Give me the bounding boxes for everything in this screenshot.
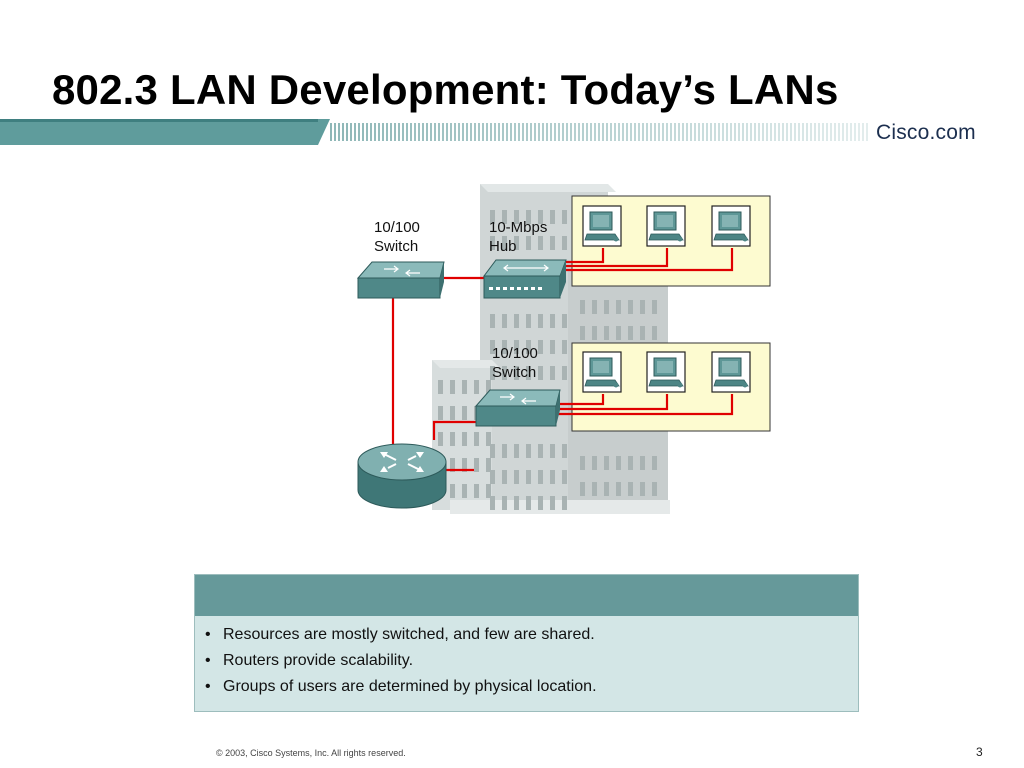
pc-icon bbox=[646, 205, 686, 247]
switch-top-icon bbox=[356, 261, 445, 299]
pc-icon bbox=[582, 205, 622, 247]
pc-icon bbox=[711, 205, 751, 247]
pc-icon bbox=[711, 351, 751, 393]
network-links bbox=[391, 248, 734, 472]
copyright-footer: © 2003, Cisco Systems, Inc. All rights r… bbox=[216, 748, 406, 758]
bullet-list: •Resources are mostly switched, and few … bbox=[195, 616, 858, 700]
list-item: •Resources are mostly switched, and few … bbox=[205, 626, 595, 643]
header-bar bbox=[0, 119, 868, 145]
pc-icon bbox=[582, 351, 622, 393]
cisco-logo: Cisco.com bbox=[876, 121, 976, 144]
page-title: 802.3 LAN Development: Today’s LANs bbox=[52, 66, 839, 113]
list-item: •Groups of users are determined by physi… bbox=[205, 678, 597, 695]
notes-box: •Resources are mostly switched, and few … bbox=[194, 574, 859, 712]
list-item: •Routers provide scalability. bbox=[205, 652, 414, 669]
router-icon bbox=[357, 443, 447, 509]
pc-icon bbox=[646, 351, 686, 393]
page-number: 3 bbox=[976, 745, 983, 759]
hub-icon bbox=[483, 259, 567, 299]
switch-bottom-icon bbox=[474, 389, 561, 427]
notes-header bbox=[195, 575, 858, 616]
